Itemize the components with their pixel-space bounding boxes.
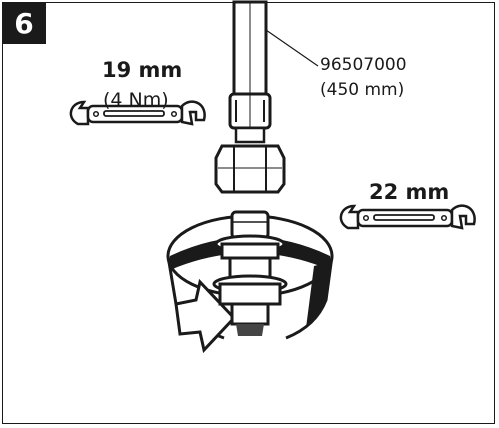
hose — [232, 0, 268, 96]
lower-wrench-size-label: 22 mm — [369, 180, 450, 204]
part-leader-line — [265, 29, 319, 67]
upper-wrench-torque-label: (4 Nm) — [103, 89, 169, 111]
open-end-wrench-icon — [339, 204, 476, 230]
step-number-badge: 6 — [2, 2, 46, 44]
upper-wrench-size-label: 19 mm — [102, 58, 183, 82]
hose-nut — [214, 126, 286, 194]
open-end-wrench-icon — [69, 100, 206, 126]
hose-part-number: 96507000 — [320, 55, 407, 75]
valve-connector — [212, 210, 288, 336]
hose-length-label: (450 mm) — [320, 80, 405, 100]
hose-crimp-sleeve — [228, 92, 272, 130]
